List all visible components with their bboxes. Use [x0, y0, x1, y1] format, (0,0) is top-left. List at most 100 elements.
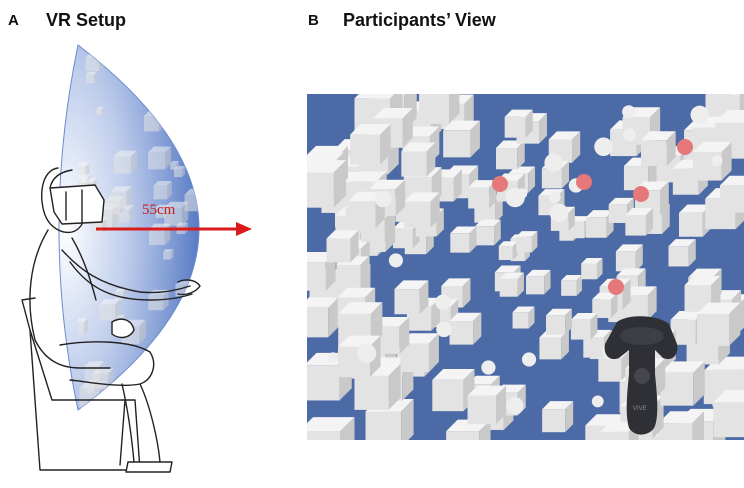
cube-face: [525, 269, 551, 277]
cube-face: [195, 363, 199, 373]
cube-face: [660, 361, 705, 373]
cube-face: [142, 55, 148, 76]
cube-face: [693, 361, 705, 406]
cube-face: [546, 315, 566, 335]
cube-face: [542, 401, 574, 410]
cube-face: [622, 278, 631, 310]
cube-face: [419, 94, 449, 124]
cube-face: [228, 173, 232, 188]
cube-face: [712, 356, 744, 370]
cube-face: [155, 204, 169, 209]
cube-face: [266, 284, 269, 295]
cube-face: [159, 110, 165, 132]
seated-person-figure: [21, 167, 201, 473]
cube-face: [85, 162, 90, 178]
cube-face: [139, 319, 146, 345]
cube-face: [188, 77, 199, 82]
cube-face: [212, 281, 226, 295]
cube-face: [517, 140, 525, 170]
cube-face: [430, 192, 440, 228]
cube-face: [78, 162, 90, 167]
cube-face: [647, 286, 657, 320]
cube-face: [561, 329, 569, 360]
cube-face: [159, 95, 177, 113]
cube-face: [615, 251, 636, 272]
cube-face: [441, 278, 471, 286]
cube-face: [568, 206, 575, 231]
cube-face: [163, 289, 169, 311]
cube-face: [394, 289, 420, 315]
cube-face: [148, 295, 164, 311]
cube-face: [228, 108, 237, 110]
white-sphere: [521, 352, 537, 367]
red-sphere: [492, 176, 508, 192]
cube-face: [498, 246, 513, 261]
scene-cube-field: [307, 94, 744, 440]
cube-face: [338, 302, 383, 314]
cube-face: [226, 276, 231, 295]
cube-face: [153, 82, 174, 103]
cube-face: [658, 423, 693, 440]
cube-face: [337, 287, 376, 298]
cube-face: [198, 110, 199, 120]
cube-face: [688, 268, 722, 278]
cube-face: [83, 317, 89, 335]
cube-face: [333, 160, 347, 208]
cube-face: [561, 275, 582, 281]
cube-face: [99, 304, 116, 321]
cube-face: [596, 257, 603, 280]
cube-face: [468, 187, 490, 209]
cube-face: [242, 236, 258, 240]
cube-face: [240, 145, 246, 151]
cube-face: [129, 204, 135, 223]
cube-face: [512, 312, 529, 329]
cube-face: [257, 210, 266, 219]
cube-face: [373, 108, 413, 119]
cube-face: [600, 431, 629, 440]
cube-face: [162, 80, 165, 90]
cube-face: [729, 302, 741, 346]
cube-face: [173, 75, 181, 103]
cube-face: [210, 146, 229, 165]
cube-face: [181, 201, 189, 226]
cube-face: [194, 98, 199, 109]
cube-face: [401, 399, 414, 440]
cube-face: [155, 82, 163, 90]
cube-face: [443, 120, 480, 131]
cube-face: [328, 297, 339, 338]
cube-face: [697, 313, 730, 346]
cube-face: [479, 419, 491, 440]
cube-face: [156, 359, 176, 365]
cube-face: [307, 262, 326, 291]
white-sphere: [549, 203, 569, 223]
cube-face: [494, 265, 521, 273]
cube-face: [206, 277, 219, 280]
cube-face: [210, 172, 229, 191]
cube-face: [678, 212, 703, 237]
cube-face: [251, 167, 263, 179]
cube-face: [616, 268, 646, 276]
cube-face: [254, 236, 258, 252]
cube-face: [170, 163, 177, 170]
cube-face: [688, 239, 696, 267]
cube-face: [226, 327, 231, 345]
cube-face: [162, 73, 174, 85]
cube-face: [448, 94, 460, 124]
white-sphere: [481, 360, 496, 375]
cube-face: [446, 431, 480, 440]
cube-face: [697, 302, 741, 314]
cube-face: [184, 194, 199, 212]
cube-face: [127, 55, 148, 61]
cube-face: [432, 368, 475, 380]
cube-face: [608, 204, 628, 223]
cube-face: [475, 226, 495, 246]
cube-face: [615, 244, 643, 252]
cube-face: [516, 231, 538, 237]
cube-face: [170, 362, 177, 384]
cube-face: [400, 333, 439, 344]
cube-face: [428, 333, 439, 372]
cube-face: [692, 411, 705, 440]
cube-face: [164, 146, 171, 170]
cube-face: [148, 229, 165, 245]
cube-face: [115, 299, 121, 321]
